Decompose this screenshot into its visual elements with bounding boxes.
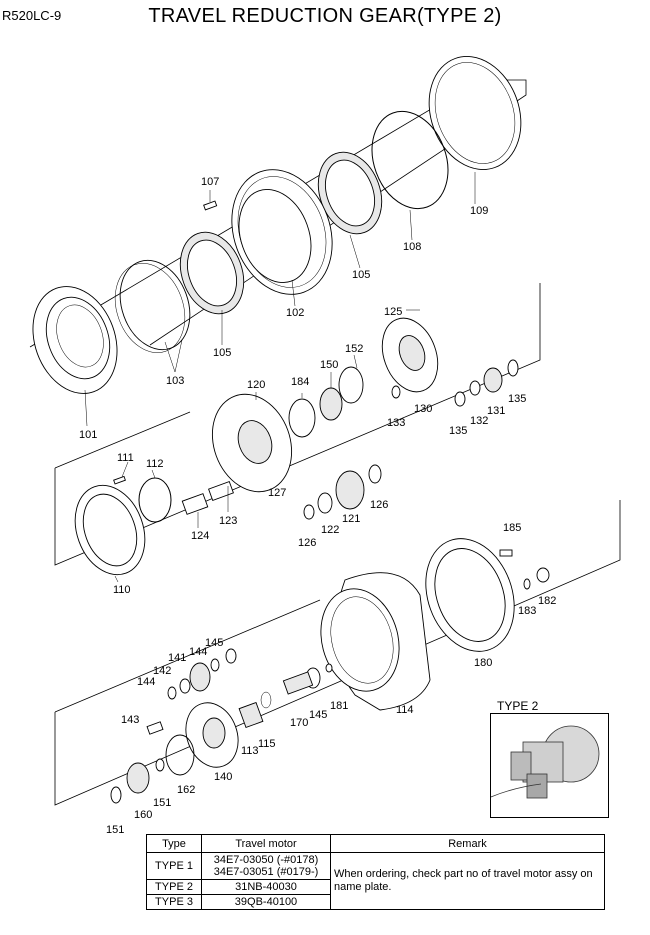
part-184-ring xyxy=(288,398,316,438)
row-remark: When ordering, check part no of travel m… xyxy=(330,852,605,910)
row-motor: 39QB-40100 xyxy=(201,894,331,910)
callout-135-right: 135 xyxy=(508,393,526,405)
callout-140: 140 xyxy=(214,771,232,783)
row-motor: 34E7-03050 (-#0178) 34E7-03051 (#0179-) xyxy=(201,852,331,880)
callout-160: 160 xyxy=(134,809,152,821)
callout-103: 103 xyxy=(166,375,184,387)
callout-113: 113 xyxy=(241,745,259,757)
callout-107: 107 xyxy=(201,176,219,188)
row-type: TYPE 3 xyxy=(146,894,202,910)
type-remark-table: Type Travel motor Remark TYPE 1 34E7-030… xyxy=(146,834,605,910)
callout-170: 170 xyxy=(290,717,308,729)
callout-145-top: 145 xyxy=(205,637,223,649)
callout-162: 162 xyxy=(177,784,195,796)
callout-184: 184 xyxy=(291,376,309,388)
callout-144-left: 144 xyxy=(137,676,155,688)
callout-126-right: 126 xyxy=(370,499,388,511)
callout-185: 185 xyxy=(503,522,521,534)
part-124-pin xyxy=(181,493,209,515)
callout-130: 130 xyxy=(414,403,432,415)
page-title: TRAVEL REDUCTION GEAR(TYPE 2) xyxy=(148,5,502,27)
callout-121: 121 xyxy=(342,513,360,525)
type2-motor-illustration xyxy=(465,725,600,810)
row-motor-line1: 34E7-03050 (-#0178) xyxy=(213,854,319,866)
part-112-ring xyxy=(138,477,172,523)
callout-145-right: 145 xyxy=(309,709,327,721)
callout-152: 152 xyxy=(345,343,363,355)
callout-150: 150 xyxy=(320,359,338,371)
part-141-gear xyxy=(189,662,211,692)
callout-112: 112 xyxy=(146,458,164,470)
row-type: TYPE 2 xyxy=(146,879,202,895)
part-150-gear xyxy=(319,387,343,421)
part-162-ring xyxy=(165,734,195,776)
callout-102: 102 xyxy=(286,307,304,319)
part-182-plug xyxy=(536,567,550,583)
callout-141: 141 xyxy=(168,652,186,664)
group3-frame xyxy=(54,500,621,806)
part-160-gear xyxy=(126,762,150,794)
callout-105-upper: 105 xyxy=(352,269,370,281)
part-121-gear xyxy=(335,470,365,510)
part-170-shaft xyxy=(282,671,314,695)
part-185-bolt xyxy=(499,549,513,557)
group2-frame xyxy=(54,283,541,566)
row-type: TYPE 1 xyxy=(146,852,202,880)
part-111-bolt xyxy=(113,475,126,485)
callout-151-mid: 151 xyxy=(153,797,171,809)
callout-109: 109 xyxy=(470,205,488,217)
part-103-seal xyxy=(119,259,191,351)
callout-126-left: 126 xyxy=(298,537,316,549)
callout-114: 114 xyxy=(396,704,414,716)
callout-122: 122 xyxy=(321,524,339,536)
part-108-oring xyxy=(371,110,449,210)
callout-151-bottom: 151 xyxy=(106,824,124,836)
callout-133: 133 xyxy=(387,417,405,429)
inset-label: TYPE 2 xyxy=(497,699,539,713)
part-123-pin xyxy=(208,481,234,501)
callout-131: 131 xyxy=(487,405,505,417)
part-152-ring xyxy=(338,366,364,404)
model-number: R520LC-9 xyxy=(2,8,62,23)
part-143-pin xyxy=(146,721,164,735)
table-row: TYPE 1 34E7-03050 (-#0178) 34E7-03051 (#… xyxy=(146,852,605,910)
table-row: TYPE 3 39QB-40100 xyxy=(146,894,605,910)
callout-135-left: 135 xyxy=(449,425,467,437)
callout-180: 180 xyxy=(474,657,492,669)
callout-127: 127 xyxy=(268,487,286,499)
part-107-bolt xyxy=(203,200,218,211)
callout-101: 101 xyxy=(79,429,97,441)
table-header-remark: Remark xyxy=(330,834,605,853)
callout-124: 124 xyxy=(191,530,209,542)
callout-144-top: 144 xyxy=(189,646,207,658)
part-113-bearing xyxy=(238,701,264,729)
table-header-type: Type xyxy=(146,834,202,853)
callout-182: 182 xyxy=(538,595,556,607)
callout-123: 123 xyxy=(219,515,237,527)
callout-125: 125 xyxy=(384,306,402,318)
table-row: TYPE 2 31NB-40030 xyxy=(146,879,605,895)
callout-181: 181 xyxy=(330,700,348,712)
callout-143: 143 xyxy=(121,714,139,726)
type2-motor-inset xyxy=(465,713,609,818)
leader-lines xyxy=(84,172,476,583)
callout-183: 183 xyxy=(518,605,536,617)
part-109-ring xyxy=(428,56,522,170)
row-motor-line2: 34E7-03051 (#0179-) xyxy=(213,866,319,878)
callout-108: 108 xyxy=(403,241,421,253)
callout-120: 120 xyxy=(247,379,265,391)
callout-142: 142 xyxy=(153,665,171,677)
callout-115: 115 xyxy=(258,738,276,750)
callout-132: 132 xyxy=(470,415,488,427)
table-header-motor: Travel motor xyxy=(201,834,331,853)
row-motor: 31NB-40030 xyxy=(201,879,331,895)
callout-111: 111 xyxy=(117,452,134,464)
callout-105-lower: 105 xyxy=(213,347,231,359)
part-131-gear xyxy=(483,367,503,393)
callout-110: 110 xyxy=(113,584,131,596)
